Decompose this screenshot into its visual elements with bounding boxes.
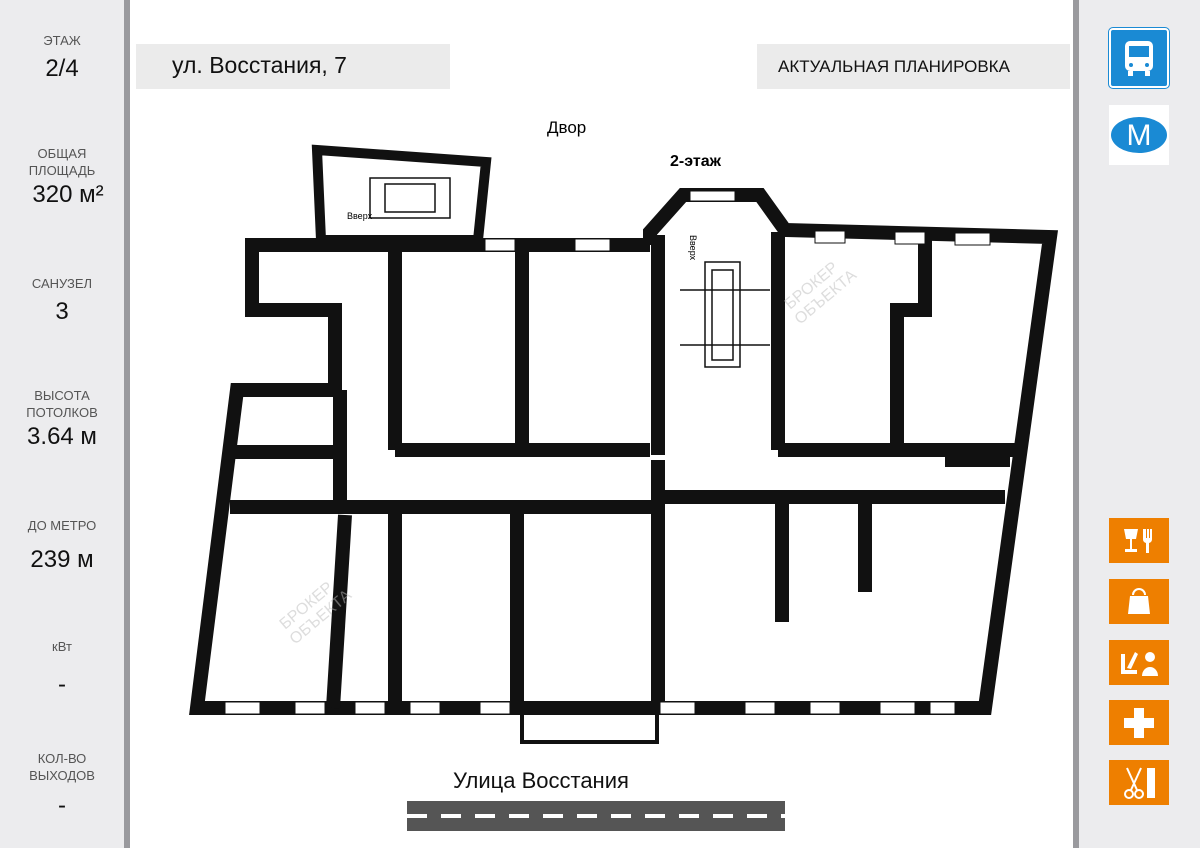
stat-value: - <box>58 792 66 819</box>
stat-label: кВт <box>52 639 72 654</box>
stat-value: - <box>58 671 66 698</box>
bus-icon[interactable] <box>1108 27 1170 89</box>
street-label: Улица Восстания <box>453 768 629 793</box>
stat-area: ОБЩАЯ ПЛОЩАДЬ 320 м² <box>0 145 124 209</box>
windows <box>224 190 991 715</box>
stat-label: ВЫСОТА ПОТОЛКОВ <box>26 388 98 420</box>
stat-exits: КОЛ-ВО ВЫХОДОВ - <box>0 750 124 820</box>
balcony <box>520 710 659 744</box>
stat-label: ДО МЕТРО <box>27 518 97 533</box>
shopping-bag-icon[interactable] <box>1109 579 1169 624</box>
address-title: ул. Восстания, 7 <box>136 44 450 89</box>
stat-value: 3 <box>55 298 69 325</box>
floor-label: 2-этаж <box>670 153 722 170</box>
barber-icon[interactable] <box>1109 760 1169 805</box>
stat-metro-distance: ДО МЕТРО 239 м <box>0 517 124 574</box>
beauty-salon-icon[interactable] <box>1109 640 1169 685</box>
stat-ceiling: ВЫСОТА ПОТОЛКОВ 3.64 м <box>0 387 124 451</box>
staircases <box>369 177 770 368</box>
stat-label: ОБЩАЯ ПЛОЩАДЬ <box>28 146 96 178</box>
property-stats-sidebar: ЭТАЖ 2/4 ОБЩАЯ ПЛОЩАДЬ 320 м² САНУЗЕЛ 3 ВЫС… <box>0 0 130 848</box>
stat-power: кВт - <box>0 638 124 699</box>
stat-value: 239 м <box>30 546 94 573</box>
yard-label: Двор <box>547 118 586 137</box>
plan-label: АКТУАЛЬНАЯ ПЛАНИРОВКА <box>757 44 1070 89</box>
stairs-up-label: Вверх <box>347 211 373 221</box>
stat-value: 320 м² <box>32 181 104 208</box>
road-graphic <box>407 801 785 831</box>
medical-cross-icon[interactable] <box>1109 700 1169 745</box>
stat-value: 2/4 <box>45 55 79 82</box>
stat-value: 3.64 м <box>27 423 97 450</box>
restaurant-icon[interactable] <box>1109 518 1169 563</box>
stat-label: КОЛ-ВО ВЫХОДОВ <box>29 751 95 783</box>
metro-letter: M <box>1111 117 1167 153</box>
floor-plan: Двор 2-этаж Вверх Вверх БРОКЕР ОБЪЕКТА Б… <box>189 118 1059 744</box>
stairs-up-label: Вверх <box>688 235 698 261</box>
metro-icon[interactable]: M <box>1109 105 1169 165</box>
stat-bathrooms: САНУЗЕЛ 3 <box>0 275 124 326</box>
stat-label: ЭТАЖ <box>43 33 81 48</box>
stat-floor: ЭТАЖ 2/4 <box>0 32 124 83</box>
stat-label: САНУЗЕЛ <box>31 276 93 291</box>
